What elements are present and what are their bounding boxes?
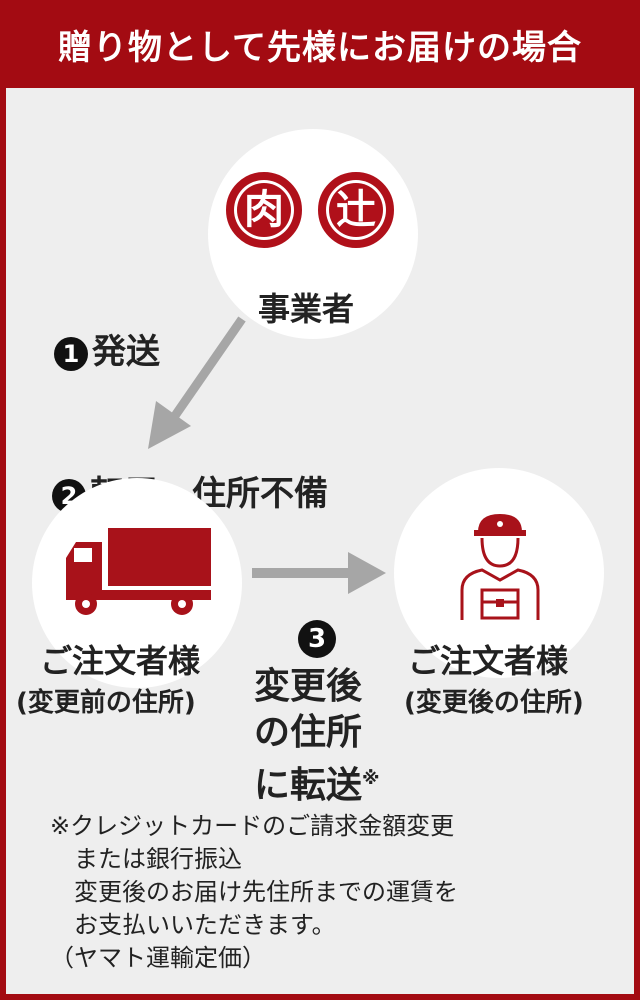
business-logo-stamp-right: 辻 — [318, 172, 394, 248]
page-title: 贈り物として先様にお届けの場合 — [58, 27, 582, 68]
orderer-old-title: ご注文者様 — [40, 642, 201, 680]
footnote-line-3: 変更後のお届け先住所までの運賃を — [50, 878, 458, 906]
step3-line-2: の住所 — [254, 712, 363, 753]
orderer-new-title: ご注文者様 — [408, 642, 569, 680]
footnote-line-1: ※クレジットカードのご請求金額変更 — [50, 812, 455, 840]
footnote: ※クレジットカードのご請求金額変更 または銀行振込 変更後のお届け先住所までの運… — [50, 810, 458, 975]
orderer-new-subtitle: (変更後の住所) — [404, 688, 584, 718]
step1-number: 1 — [54, 336, 88, 371]
arrow-right-icon — [252, 552, 386, 594]
business-logo-stamp-left: 肉 — [226, 172, 302, 248]
orderer-new-circle — [394, 468, 604, 678]
stamp-char-left: 肉 — [237, 183, 291, 237]
step3-note-mark: ※ — [362, 768, 380, 789]
stamp-char-right: 辻 — [329, 183, 383, 237]
footnote-line-2: または銀行振込 — [50, 845, 242, 873]
step1-text: 発送 — [92, 332, 160, 372]
step3-number-wrap: 3 — [298, 620, 340, 658]
delivery-person-icon — [460, 514, 540, 620]
arrow-down-left-icon — [148, 316, 246, 449]
orderer-old-subtitle: (変更前の住所) — [16, 688, 196, 718]
step3-label: 変更後 の住所 に転送※ — [254, 664, 380, 809]
footnote-line-4: お支払いいただきます。 — [50, 911, 336, 939]
business-label: 事業者 — [258, 290, 355, 328]
step3-number: 3 — [298, 620, 336, 658]
step3-line-3: に転送 — [254, 765, 363, 806]
step3-line-1: 変更後 — [254, 666, 363, 707]
truck-icon — [66, 528, 211, 615]
footnote-line-5: （ヤマト運輸定価） — [50, 944, 266, 972]
